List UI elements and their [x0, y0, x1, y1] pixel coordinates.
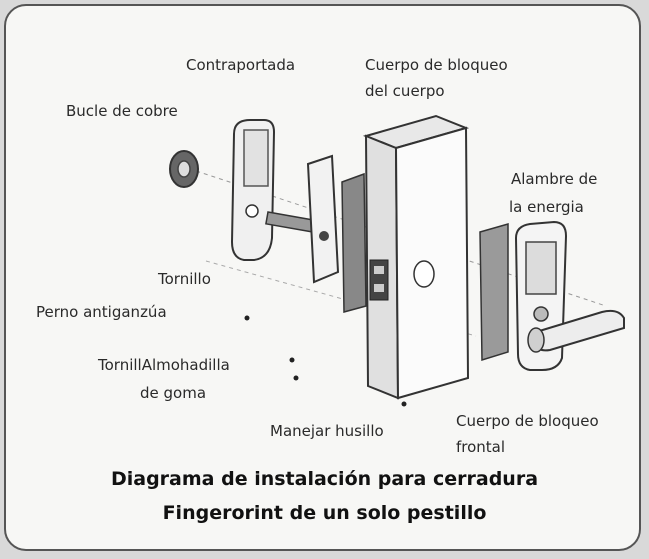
label-bucle-de-cobre: Bucle de cobre: [66, 102, 178, 120]
label-tornill-line1: TornillAlmohadilla: [98, 356, 230, 374]
rubber-pad-front: [479, 223, 509, 362]
door-panel: [362, 114, 470, 400]
label-contraportada: Contraportada: [186, 56, 296, 74]
screw-dot: [401, 401, 407, 407]
label-cuerpo-bloqueo-frontal-line2: frontal: [456, 438, 506, 456]
label-cuerpo-bloqueo-frontal-line1: Cuerpo de bloqueo: [456, 412, 599, 430]
lever-handle: [527, 309, 625, 353]
rubber-pad-back: [341, 172, 367, 313]
front-lock-body: [514, 220, 568, 371]
back-cover: [230, 119, 276, 261]
label-manejar-husillo: Manejar husillo: [270, 422, 384, 440]
screw-dot: [293, 375, 299, 381]
label-cuerpo-bloqueo-cuerpo-line1: Cuerpo de bloqueo: [365, 56, 508, 74]
screw-dot: [289, 357, 295, 363]
label-perno-antiganzua: Perno antiganzúa: [36, 303, 167, 321]
label-tornillo: Tornillo: [158, 270, 211, 288]
mounting-plate: [306, 154, 340, 284]
label-tornill-line2: de goma: [140, 384, 207, 402]
label-cuerpo-bloqueo-cuerpo-line2: del cuerpo: [365, 82, 445, 100]
copper-ring: [169, 150, 199, 188]
caption-line2: Fingerorint de un solo pestillo: [162, 502, 487, 524]
label-alambre-line2: la energia: [509, 198, 584, 216]
caption-line1: Diagrama de instalación para cerradura: [110, 468, 539, 490]
screw-dot: [244, 315, 250, 321]
lock-exploded-illustration: [169, 114, 625, 407]
diagram-frame: Contraportada Cuerpo de bloqueo del cuer…: [4, 4, 641, 551]
label-alambre-line1: Alambre de: [511, 170, 598, 188]
